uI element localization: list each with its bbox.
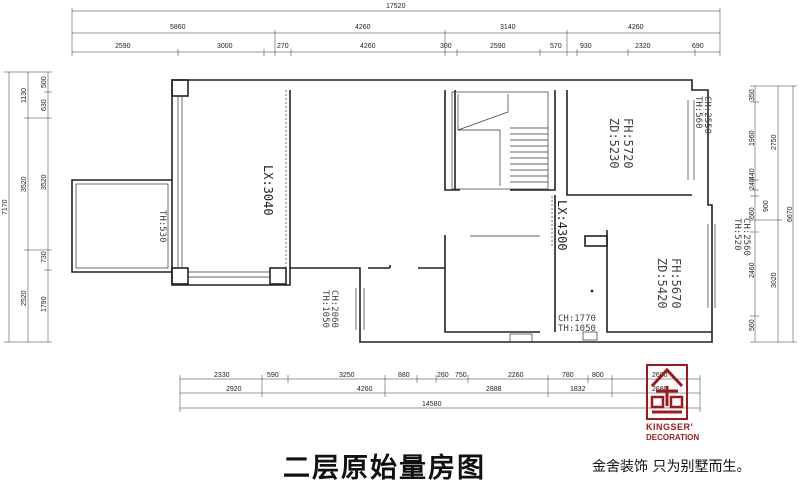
room1-zd: ZD:5230: [607, 118, 621, 169]
dim-bot2-1: 2920: [226, 386, 242, 393]
dim-top2-9: 2320: [635, 43, 651, 50]
dim-left2-2: 630: [41, 99, 48, 111]
room2-zd: ZD:5420: [655, 258, 669, 309]
dim-top2-2: 3000: [217, 43, 233, 50]
dimension-labels: 17520 5860 4260 3140 4260 2590 3000 270 …: [2, 3, 794, 408]
dim-top2-3: 270: [277, 43, 289, 50]
dim-right2-5: 900: [763, 200, 770, 212]
brand-subtitle: DECORATION: [646, 433, 700, 442]
dim-top-3: 3140: [500, 24, 516, 31]
brand-logo: KINGSER' DECORATION: [646, 364, 708, 450]
dim-top2-10: 690: [692, 43, 704, 50]
dim-left2-5: 1790: [41, 296, 48, 312]
dim-top2-7: 570: [550, 43, 562, 50]
dim-right2-2: 1960: [749, 130, 756, 146]
room1-th: TH:560: [693, 96, 703, 129]
dim-right2-8: 560: [749, 319, 756, 331]
dim-bot-6: 750: [455, 372, 467, 379]
dim-top2-8: 930: [580, 43, 592, 50]
dim-left2-1: 500: [41, 76, 48, 88]
mid-th: TH:1050: [320, 290, 330, 328]
dim-bot2-4: 1832: [570, 386, 586, 393]
room1-ch: CH:2550: [702, 96, 712, 134]
dim-right-2: 3020: [771, 272, 778, 288]
dim-top2-5: 300: [440, 43, 452, 50]
dim-top-1: 5860: [170, 24, 186, 31]
page-title: 二层原始量房图: [283, 453, 486, 484]
room1-fh: FH:5720: [621, 118, 635, 169]
dim-top-2: 4260: [355, 24, 371, 31]
dim-left2-3: 3520: [41, 174, 48, 190]
room2-th: TH:520: [732, 218, 742, 251]
dim-top2-1: 2590: [115, 43, 131, 50]
dimension-lines: [4, 8, 797, 412]
brand-name: KINGSER': [646, 422, 694, 432]
dim-left-3: 2520: [21, 290, 28, 306]
bath-ch: CH:1770: [558, 314, 596, 324]
dim-right2-1: 350: [749, 89, 756, 101]
dim-right-1: 2750: [771, 134, 778, 150]
brand-emblem-icon: [646, 364, 688, 420]
mid-ch: CH:2060: [329, 290, 339, 328]
dim-right2-3: 240: [749, 178, 756, 190]
dim-top-total: 17520: [386, 3, 406, 10]
dim-right2-6: 660: [749, 207, 756, 219]
dim-bot-5: 260: [437, 372, 449, 379]
th-balcony: TH:530: [157, 210, 167, 243]
dim-top2-6: 2590: [490, 43, 506, 50]
dim-right-total: 6670: [787, 206, 794, 222]
dim-left-total: 7170: [2, 199, 9, 215]
dim-bot-9: 800: [592, 372, 604, 379]
dim-top2-4: 4260: [360, 43, 376, 50]
dim-bot-2: 590: [267, 372, 279, 379]
lx-hall: LX:4300: [555, 200, 569, 251]
room-labels: LX:3040 LX:4300 TH:530 FH:5720 ZD:5230 C…: [157, 96, 751, 334]
dim-bot-8: 780: [562, 372, 574, 379]
dim-top-4: 4260: [628, 24, 644, 31]
dim-left-1: 1130: [21, 88, 28, 103]
room2-ch: CH:2560: [741, 218, 751, 256]
dim-right2-4: 440: [749, 168, 756, 180]
room2-fh: FH:5670: [669, 258, 683, 309]
brand-slogan: 金舍装饰 只为别墅而生。: [592, 459, 751, 475]
walls: [71, 79, 716, 343]
lx-living: LX:3040: [261, 165, 275, 216]
dim-bot-total: 14580: [422, 401, 442, 408]
dim-left2-4: 730: [41, 251, 48, 263]
dim-bot2-3: 2888: [486, 386, 502, 393]
bath-th: TH:1050: [558, 324, 596, 334]
dim-left-2: 3520: [21, 176, 28, 192]
dim-right2-7: 2460: [749, 262, 756, 278]
dim-bot-3: 3250: [339, 372, 355, 379]
dim-bot2-2: 4260: [357, 386, 373, 393]
dim-bot-4: 880: [398, 372, 410, 379]
dim-bot-1: 2330: [214, 372, 230, 379]
dim-bot-7: 2260: [508, 372, 524, 379]
